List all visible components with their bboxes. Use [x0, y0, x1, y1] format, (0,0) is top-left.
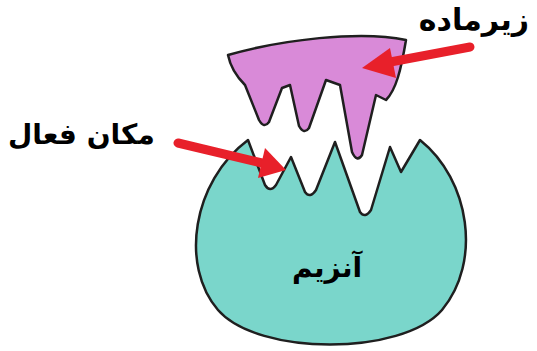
- pointer-arrow: [362, 47, 470, 78]
- enzyme-shape: [196, 140, 466, 345]
- enzyme-node: آنزیم: [286, 247, 368, 289]
- substrate-label: زیرماده: [419, 2, 529, 38]
- active-site-label: مکان فعال: [8, 118, 155, 152]
- pointer-arrow: [178, 143, 286, 178]
- enzyme-label: آنزیم: [292, 251, 362, 285]
- substrate-shape: [228, 36, 406, 158]
